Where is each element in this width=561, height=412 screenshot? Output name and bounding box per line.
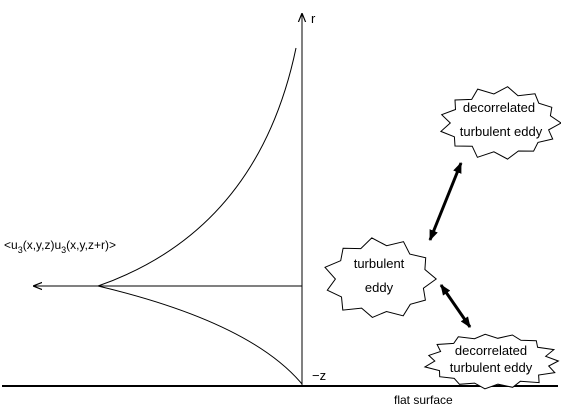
lower-eddy-shape xyxy=(423,333,560,390)
center-eddy-label-line2: eddy xyxy=(365,280,394,295)
center-eddy-shape xyxy=(324,237,438,318)
center-eddy-label-line1: turbulent xyxy=(354,256,405,271)
z-label: −z xyxy=(312,368,326,383)
upper-eddy-label-line2: turbulent eddy xyxy=(460,124,543,139)
flat-surface-label: flat surface xyxy=(394,393,453,407)
upper-eddy-shape xyxy=(439,86,561,160)
r-axis-label: r xyxy=(311,11,316,26)
lower-double-arrow xyxy=(439,284,472,328)
lower-correlation-curve xyxy=(97,285,303,385)
upper-double-arrow xyxy=(428,161,463,242)
correlation-expression: <u3(x,y,z)u3(x,y,z+r)> xyxy=(4,238,116,255)
upper-correlation-curve xyxy=(97,47,297,287)
lower-eddy-label-line2: turbulent eddy xyxy=(450,360,533,375)
upper-eddy-label-line1: decorrelated xyxy=(463,100,535,115)
lower-eddy-label-line1: decorrelated xyxy=(455,343,527,358)
